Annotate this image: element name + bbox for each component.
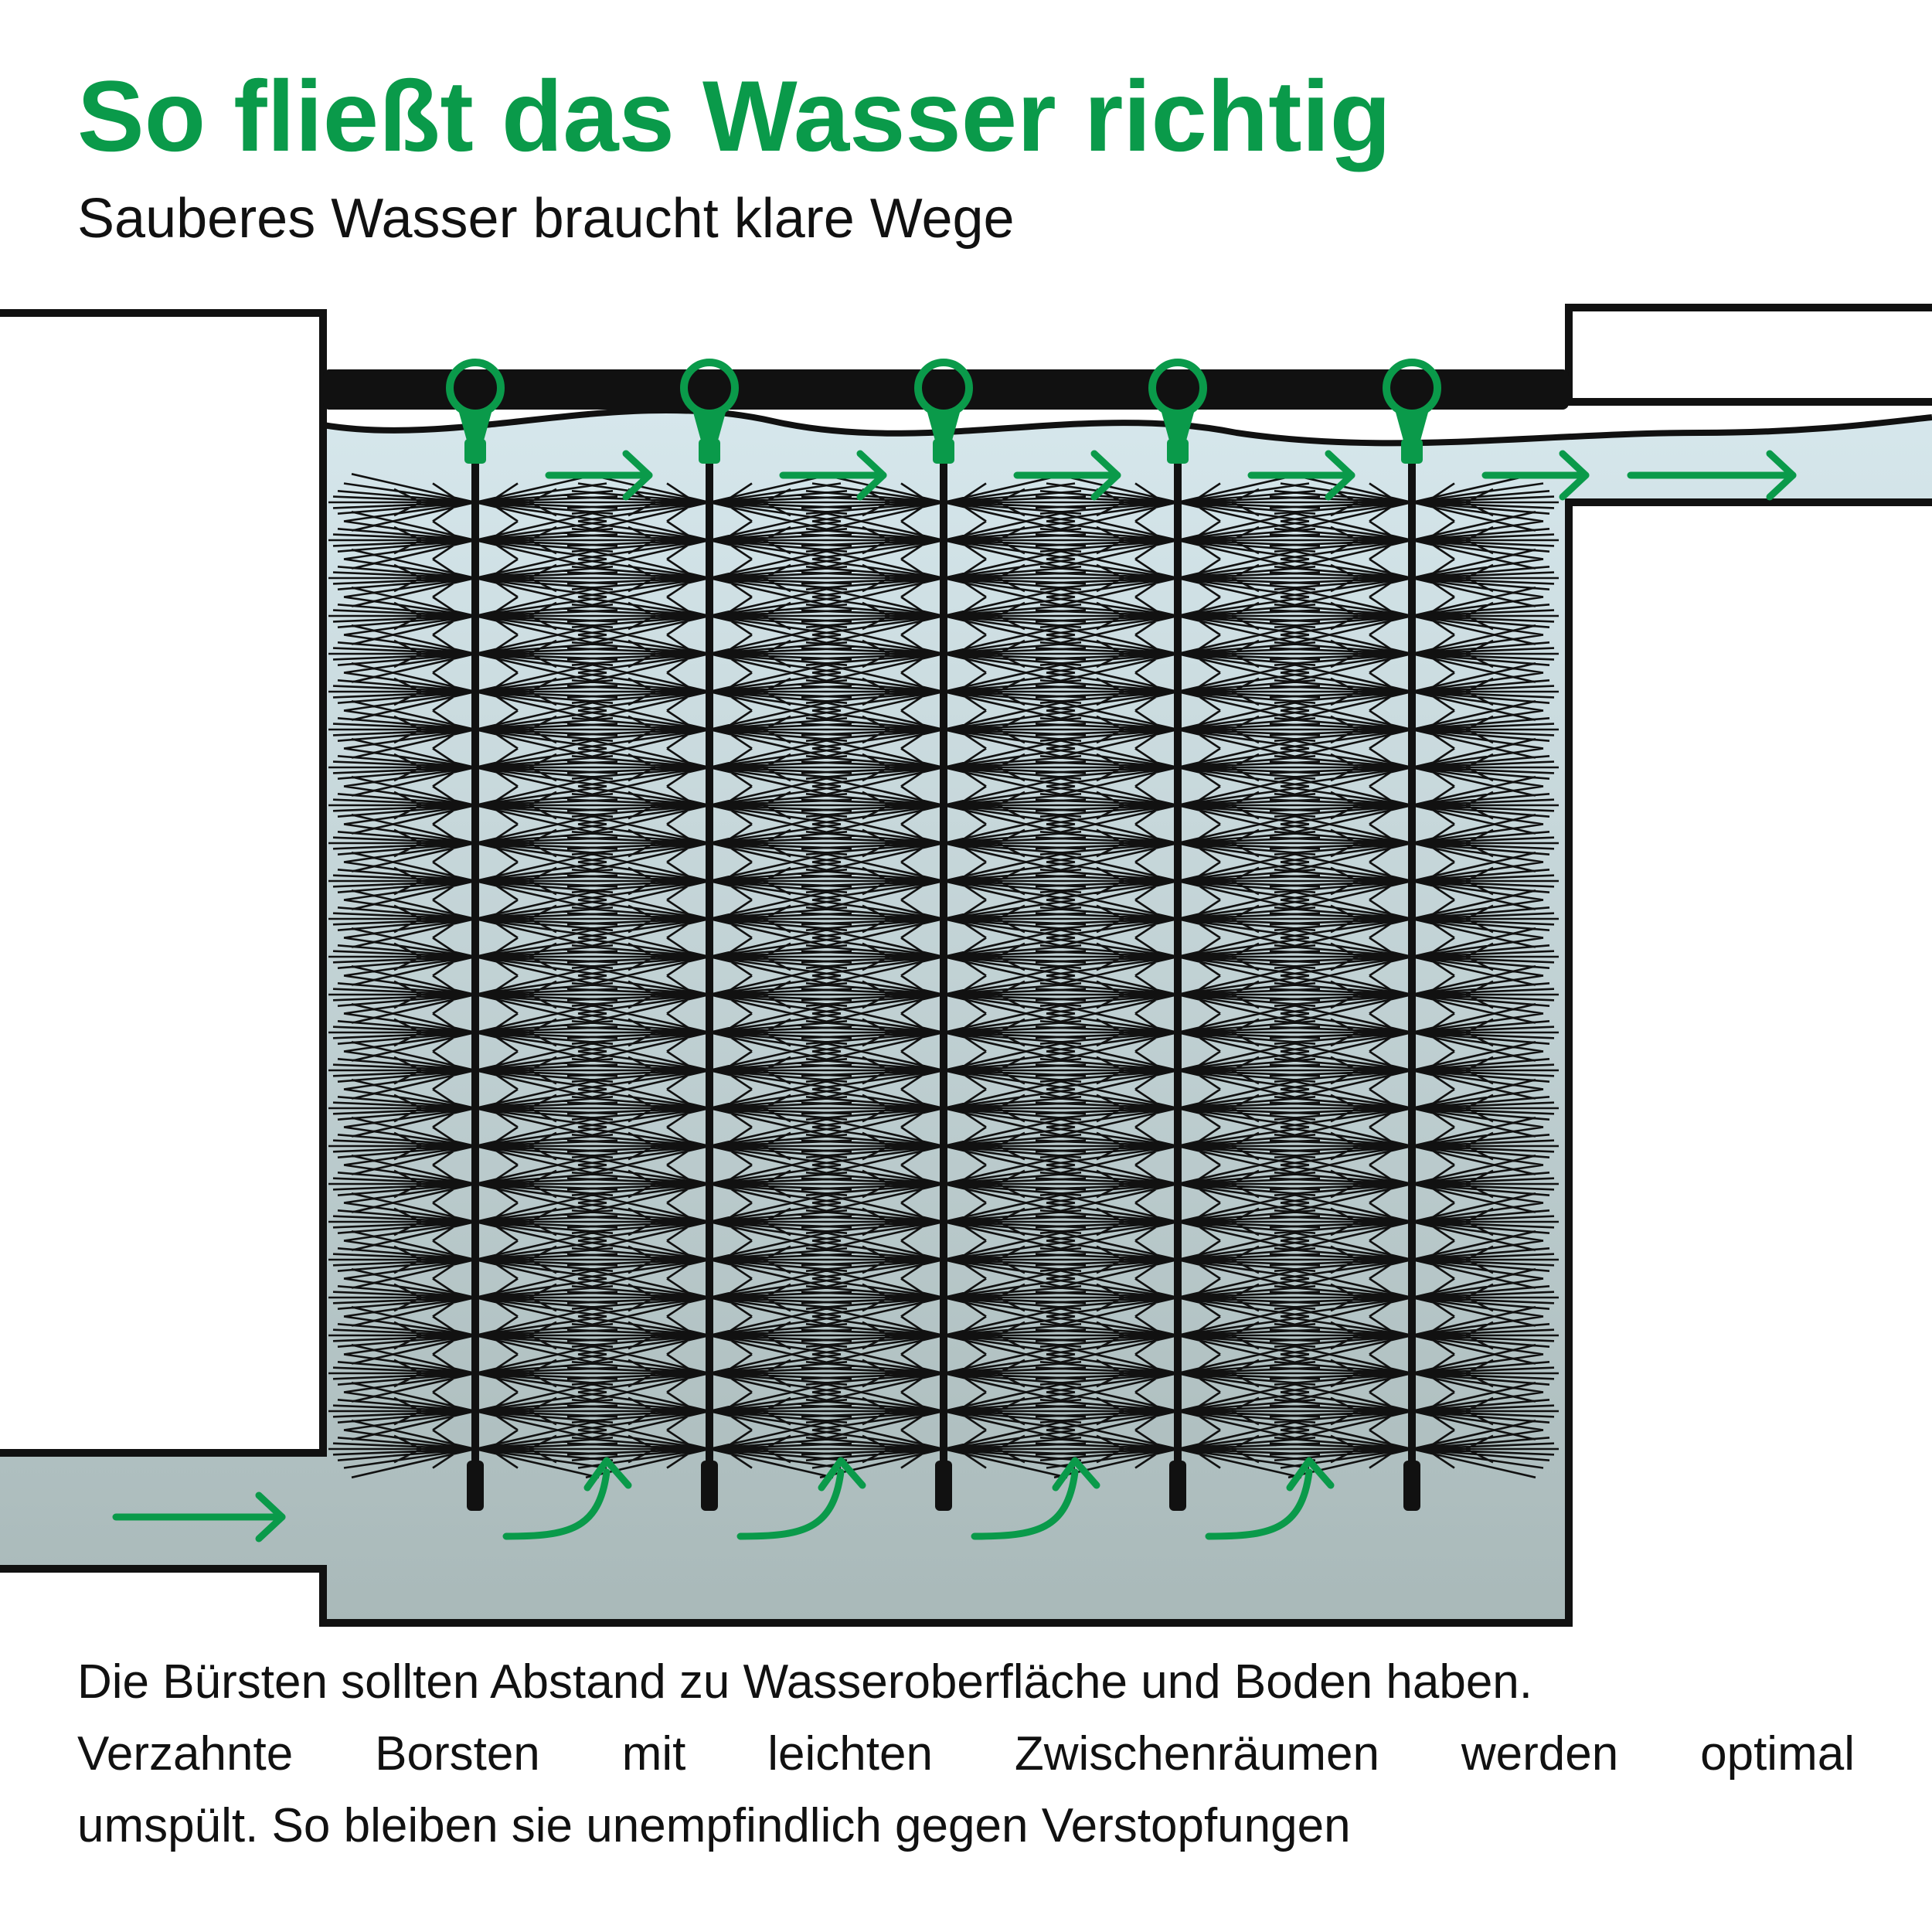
brush-stem xyxy=(1174,464,1182,1468)
brush-hook-neck xyxy=(458,410,492,440)
surface-flow-arrow-4 xyxy=(1247,450,1355,501)
brushes xyxy=(446,359,1441,1511)
outlet-flow-arrow xyxy=(1627,450,1797,501)
brush-hook-neck xyxy=(927,410,961,440)
water-body xyxy=(0,410,1932,1623)
brush-hook-collar xyxy=(464,439,486,464)
flow-arrows xyxy=(112,450,1797,1543)
brush-hook-collar xyxy=(699,439,720,464)
brush-3 xyxy=(914,359,973,1511)
arrow-head xyxy=(856,450,887,501)
brush-end-cap xyxy=(1169,1461,1186,1511)
mounting-rail xyxy=(323,369,1569,410)
brush-1 xyxy=(446,359,505,1511)
caption: Die Bürsten sollten Abstand zu Wasserobe… xyxy=(77,1646,1855,1862)
arrow-head xyxy=(1052,1457,1100,1492)
page-title: So fließt das Wasser richtig xyxy=(77,60,1392,172)
brush-stem xyxy=(940,464,947,1468)
arrow-head xyxy=(255,1492,286,1543)
arrow-head xyxy=(1559,450,1590,501)
brush-stem xyxy=(1408,464,1416,1468)
arrow-head xyxy=(1090,450,1121,501)
surface-flow-arrow-3 xyxy=(1013,450,1121,501)
brush-2 xyxy=(680,359,739,1511)
inlet-flow-arrow xyxy=(112,1492,286,1543)
brush-stem xyxy=(471,464,479,1468)
brush-4 xyxy=(1148,359,1207,1511)
caption-line-3: umspült. So bleiben sie unempfindlich ge… xyxy=(77,1799,1351,1852)
upflow-arrow-1 xyxy=(502,1457,632,1540)
brush-hook-collar xyxy=(933,439,954,464)
basin-outline-lower xyxy=(0,498,1932,1627)
arrow-shaft xyxy=(502,1468,611,1540)
brush-end-cap xyxy=(935,1461,952,1511)
brush-5 xyxy=(1383,359,1441,1511)
brush-hook-neck xyxy=(692,410,726,440)
page-subtitle: Sauberes Wasser braucht klare Wege xyxy=(77,188,1015,250)
arrow-shaft xyxy=(971,1468,1079,1540)
brush-bristles xyxy=(328,473,1559,1479)
upflow-arrow-4 xyxy=(1205,1457,1335,1540)
brush-hook-neck xyxy=(1395,410,1429,440)
brush-hook-collar xyxy=(1167,439,1189,464)
upflow-arrow-2 xyxy=(736,1457,866,1540)
caption-line-2: Verzahnte Borsten mit leichten Zwischenr… xyxy=(77,1727,1855,1781)
arrow-head xyxy=(1286,1457,1335,1492)
arrow-head xyxy=(818,1457,866,1492)
brush-end-cap xyxy=(1403,1461,1420,1511)
brush-end-cap xyxy=(467,1461,484,1511)
arrow-shaft xyxy=(1205,1468,1313,1540)
outlet-outline xyxy=(1565,304,1932,406)
bristle-strands xyxy=(328,473,1559,1479)
brush-hook-neck xyxy=(1161,410,1195,440)
arrow-head xyxy=(622,450,653,501)
arrow-head xyxy=(1766,450,1797,501)
surface-flow-arrow-2 xyxy=(779,450,887,501)
basin-outline xyxy=(0,309,327,1457)
caption-line-1: Die Bürsten sollten Abstand zu Wasserobe… xyxy=(77,1655,1533,1709)
surface-flow-arrow-5 xyxy=(1481,450,1590,501)
upflow-arrow-3 xyxy=(971,1457,1100,1540)
arrow-shaft xyxy=(736,1468,845,1540)
brush-hook-collar xyxy=(1401,439,1423,464)
arrow-head xyxy=(583,1457,632,1492)
brush-end-cap xyxy=(701,1461,718,1511)
surface-flow-arrow-1 xyxy=(545,450,653,501)
arrow-head xyxy=(1325,450,1355,501)
brush-stem xyxy=(706,464,713,1468)
